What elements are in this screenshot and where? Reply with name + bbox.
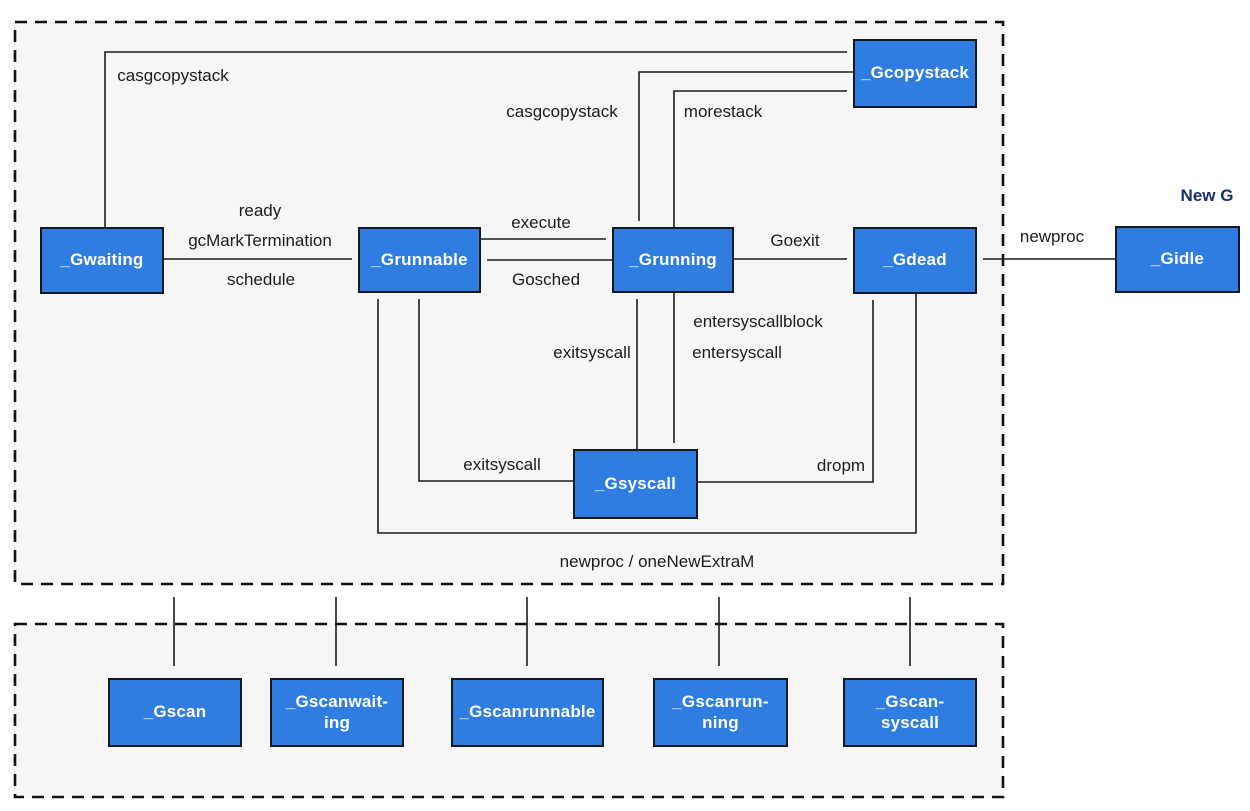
state-label-gidle: _Gidle — [1150, 249, 1205, 269]
state-label-grunning: _Grunning — [629, 249, 717, 269]
state-label-gscan: _Gscan — [143, 702, 207, 722]
edge-label-morestack: morestack — [683, 102, 763, 121]
state-label-gscansyscall: _Gscan- syscall — [875, 692, 945, 732]
edge-label-dropm: dropm — [816, 456, 866, 475]
edge-label-schedule: schedule — [226, 270, 296, 289]
edge-label-newproc-onenewextram: newproc / oneNewExtraM — [559, 552, 755, 571]
state-label-gcopystack: _Gcopystack — [860, 63, 970, 83]
state-label-gsyscall: _Gsyscall — [594, 473, 677, 493]
edge-label-ready: ready — [238, 201, 282, 220]
state-label-gdead: _Gdead — [883, 250, 947, 270]
edge-label-entersyscall: entersyscall — [692, 343, 782, 362]
edge-label-exitsyscall-runnable: exitsyscall — [463, 455, 541, 474]
edge-label-goexit: Goexit — [770, 231, 820, 250]
state-label-gscanwaiting: _Gscanwait- ing — [285, 692, 389, 732]
edge-label-entersyscallblock: entersyscallblock — [693, 312, 823, 331]
edge-label-newproc: newproc — [1019, 227, 1085, 246]
state-label-gwaiting: _Gwaiting — [60, 250, 144, 270]
edge-label-gcmarktermination: gcMarkTermination — [188, 231, 332, 250]
edge-label-casgcopystack-running: casgcopystack — [506, 102, 618, 121]
state-box-gscansyscall: _Gscan- syscall — [843, 678, 977, 747]
state-box-gidle: _Gidle — [1115, 226, 1240, 293]
state-label-gscanrunnable: _Gscanrunnable — [459, 702, 596, 722]
state-box-gcopystack: _Gcopystack — [853, 39, 977, 108]
new-g-annotation: New G — [1180, 186, 1234, 205]
state-box-gscan: _Gscan — [108, 678, 242, 747]
state-box-gdead: _Gdead — [853, 227, 977, 294]
state-label-gscanrunning: _Gscanrun- ning — [672, 692, 769, 732]
edge-label-casgcopystack-waiting: casgcopystack — [117, 66, 229, 85]
edge-label-exitsyscall-running: exitsyscall — [553, 343, 631, 362]
edge-label-execute: execute — [511, 213, 571, 232]
state-box-gscanrunning: _Gscanrun- ning — [653, 678, 788, 747]
state-box-grunnable: _Grunnable — [358, 227, 481, 293]
state-label-grunnable: _Grunnable — [371, 249, 468, 269]
state-box-grunning: _Grunning — [612, 227, 734, 293]
state-box-gscanrunnable: _Gscanrunnable — [451, 678, 604, 747]
edge-label-gosched: Gosched — [511, 270, 581, 289]
state-box-gwaiting: _Gwaiting — [40, 227, 164, 294]
state-box-gscanwaiting: _Gscanwait- ing — [270, 678, 404, 747]
state-box-gsyscall: _Gsyscall — [573, 449, 698, 519]
